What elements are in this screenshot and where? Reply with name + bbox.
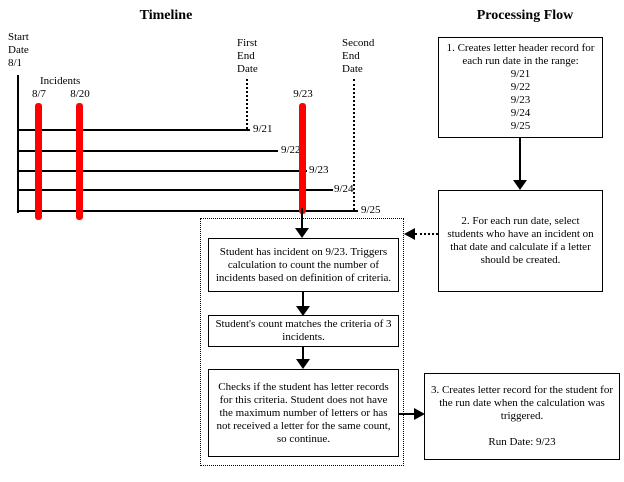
left-arrowhead-icon [404, 228, 415, 240]
decision-arrow-1-shaft [302, 292, 304, 308]
output-arrow-shaft [399, 413, 415, 415]
processing-flow-title: Processing Flow [476, 8, 574, 23]
first-end-date-label: First End Date [237, 37, 258, 75]
decision-arrow-2-shaft [302, 347, 304, 361]
flow-box-3: 3. Creates letter record for the student… [424, 373, 620, 460]
decision-box-incident: Student has incident on 9/23. Triggers c… [208, 238, 399, 292]
second-end-date-label: Second End Date [342, 37, 375, 75]
down-arrowhead-icon [513, 180, 527, 190]
flow-box-2: 2. For each run date, select students wh… [438, 190, 603, 292]
run-label-9-25: 9/25 [361, 204, 381, 216]
incident-date-8-20-label: 8/20 [70, 88, 90, 100]
incident-bar-8-20 [76, 103, 83, 220]
run-label-9-24: 9/24 [334, 183, 354, 195]
run-line-9-25 [17, 210, 358, 212]
start-date-label: Start Date 8/1 [8, 31, 29, 69]
timeline-title: Timeline [139, 8, 193, 23]
down-arrowhead-icon [296, 359, 310, 369]
run-line-9-22 [17, 150, 278, 152]
decision-box-count: Student's count matches the criteria of … [208, 315, 399, 347]
incidents-label: Incidents [40, 75, 81, 87]
second-end-dotted-line [353, 79, 355, 210]
run-label-9-21: 9/21 [253, 123, 273, 135]
incident-bar-8-7 [35, 103, 42, 220]
down-arrowhead-icon [295, 228, 309, 238]
flow-arrow-1-2-shaft [519, 138, 521, 182]
decision-box-letter-check: Checks if the student has letter records… [208, 369, 399, 457]
run-line-9-21 [17, 129, 250, 131]
decision-container [200, 218, 404, 466]
run-line-9-24 [17, 189, 333, 191]
first-end-dotted-line [246, 79, 248, 129]
feedback-dotted-arrow-shaft [415, 233, 438, 235]
run-label-9-22: 9/22 [281, 144, 301, 156]
timeline-axis-line [17, 75, 19, 213]
right-arrowhead-icon [414, 408, 425, 420]
run-label-9-23: 9/23 [309, 164, 329, 176]
incident-bar-9-23 [299, 103, 306, 214]
flow-box-1: 1. Creates letter header record for each… [438, 37, 603, 138]
trigger-date-label: 9/23 [293, 88, 313, 100]
run-line-9-23 [17, 170, 307, 172]
down-arrowhead-icon [296, 306, 310, 316]
incident-date-8-7-label: 8/7 [31, 88, 47, 100]
